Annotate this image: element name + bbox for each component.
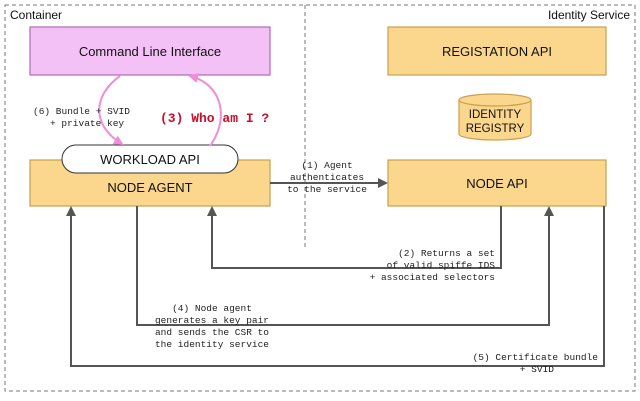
container-title: Container bbox=[10, 8, 62, 22]
step4-line-2: generates a key pair bbox=[155, 315, 269, 326]
step2-line-3: + associated selectors bbox=[370, 272, 495, 283]
bundle-return-arrow bbox=[98, 75, 124, 146]
step2-arrow bbox=[207, 206, 502, 269]
step5-line-1: (5) Certificate bundle bbox=[473, 352, 599, 363]
step2-line-1: (2) Returns a set bbox=[398, 248, 495, 259]
node-api-box bbox=[387, 159, 607, 207]
step5-line-2: + SVID bbox=[520, 364, 555, 375]
who-am-i-annotation: (3) Who am I ? bbox=[160, 111, 269, 126]
registration-api-label: REGISTATION API bbox=[442, 44, 552, 59]
registration-api-box bbox=[387, 26, 607, 76]
node-agent-label: NODE AGENT bbox=[107, 180, 192, 195]
step4-line-1: (4) Node agent bbox=[172, 303, 252, 314]
step1-line-1: (1) Agent bbox=[301, 160, 352, 171]
who-am-i-arrow bbox=[188, 73, 222, 147]
step4-line-4: the identity service bbox=[155, 339, 269, 350]
step1-line-2: authenticates bbox=[290, 172, 364, 183]
step4-line-3: and sends the CSR to bbox=[155, 327, 269, 338]
step6-line-1: (6) Bundle + SVID bbox=[33, 106, 130, 117]
identity-registry-label-1: IDENTITY bbox=[469, 109, 522, 121]
workload-api-label: WORKLOAD API bbox=[100, 152, 200, 167]
identity-registry-cylinder bbox=[458, 93, 532, 141]
cli-label: Command Line Interface bbox=[79, 44, 221, 59]
step2-line-2: of valid spiffe IDS bbox=[387, 260, 496, 271]
step5-arrow bbox=[66, 206, 605, 367]
cli-box bbox=[29, 26, 271, 76]
node-api-label: NODE API bbox=[466, 176, 527, 191]
identity-service-title: Identity Service bbox=[548, 8, 630, 22]
outer-frame bbox=[4, 4, 636, 392]
step6-line-2: + private key bbox=[50, 118, 124, 129]
identity-registry-label-2: REGISTRY bbox=[466, 123, 525, 135]
step4-arrow bbox=[136, 206, 554, 326]
workload-api-pill bbox=[61, 144, 239, 174]
step1-line-3: to the service bbox=[287, 184, 367, 195]
